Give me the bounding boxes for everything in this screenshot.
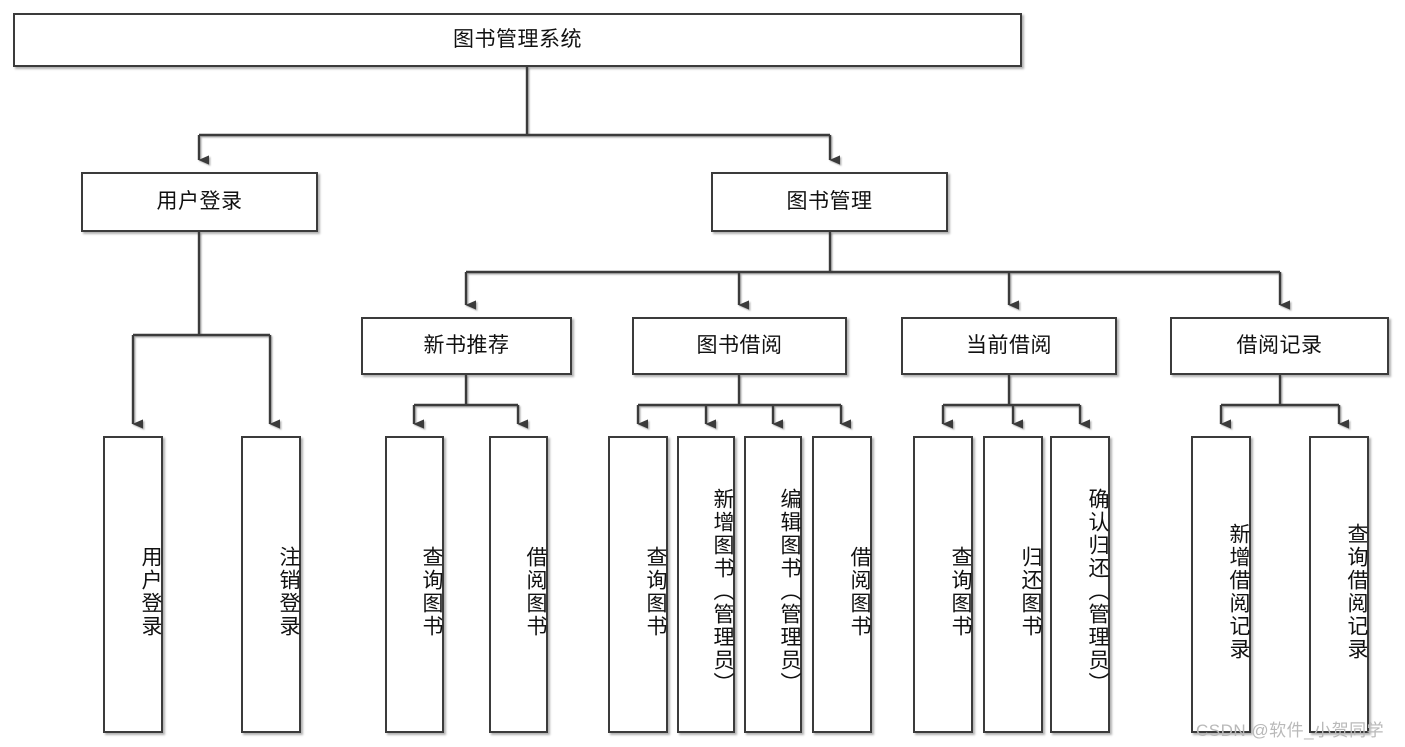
csdn-watermark: CSDN @软件_小贺同学 bbox=[1196, 721, 1385, 740]
node-label: 借阅图书 bbox=[524, 545, 547, 638]
node-label: 图书借阅 bbox=[696, 333, 783, 357]
leaf-book-borrow-add-book[interactable]: 新增图书（管理员） bbox=[677, 436, 735, 733]
leaf-user-login-login[interactable]: 用户登录 bbox=[103, 436, 163, 733]
node-label: 查询图书 bbox=[949, 545, 972, 638]
node-label: 注销登录 bbox=[277, 545, 300, 638]
leaf-new-book-query-book[interactable]: 查询图书 bbox=[385, 436, 444, 733]
leaf-new-book-borrow-book[interactable]: 借阅图书 bbox=[489, 436, 548, 733]
node-user-login[interactable]: 用户登录 bbox=[81, 172, 318, 232]
leaf-current-borrow-confirm-return[interactable]: 确认归还（管理员） bbox=[1050, 436, 1110, 733]
leaf-user-login-logout[interactable]: 注销登录 bbox=[241, 436, 301, 733]
node-label: 图书管理 bbox=[786, 189, 873, 213]
node-book-management[interactable]: 图书管理 bbox=[711, 172, 948, 232]
node-root-book-management-system[interactable]: 图书管理系统 bbox=[13, 13, 1022, 67]
node-book-borrow[interactable]: 图书借阅 bbox=[632, 317, 847, 375]
node-label: 用户登录 bbox=[156, 189, 243, 213]
leaf-book-borrow-borrow-book[interactable]: 借阅图书 bbox=[812, 436, 872, 733]
node-label: 新书推荐 bbox=[423, 333, 510, 357]
leaf-book-borrow-edit-book[interactable]: 编辑图书（管理员） bbox=[744, 436, 802, 733]
node-label: 确认归还（管理员） bbox=[1086, 488, 1109, 695]
node-label: 用户登录 bbox=[139, 545, 162, 638]
node-new-book-recommend[interactable]: 新书推荐 bbox=[361, 317, 572, 375]
node-label: 查询借阅记录 bbox=[1345, 522, 1368, 661]
node-label: 借阅图书 bbox=[848, 545, 871, 638]
node-label: 新增借阅记录 bbox=[1227, 522, 1250, 661]
leaf-borrow-record-query-record[interactable]: 查询借阅记录 bbox=[1309, 436, 1369, 733]
leaf-book-borrow-query-book[interactable]: 查询图书 bbox=[608, 436, 668, 733]
node-label: 查询图书 bbox=[644, 545, 667, 638]
node-label: 当前借阅 bbox=[966, 333, 1052, 357]
node-label: 图书管理系统 bbox=[453, 27, 582, 51]
leaf-current-borrow-query-book[interactable]: 查询图书 bbox=[913, 436, 973, 733]
node-label: 编辑图书（管理员） bbox=[778, 488, 801, 695]
node-current-borrow[interactable]: 当前借阅 bbox=[901, 317, 1117, 375]
node-label: 借阅记录 bbox=[1236, 333, 1323, 357]
node-label: 新增图书（管理员） bbox=[711, 488, 734, 695]
leaf-current-borrow-return-book[interactable]: 归还图书 bbox=[983, 436, 1043, 733]
leaf-borrow-record-add-record[interactable]: 新增借阅记录 bbox=[1191, 436, 1251, 733]
node-label: 查询图书 bbox=[420, 545, 443, 638]
node-label: 归还图书 bbox=[1019, 545, 1042, 638]
node-borrow-record[interactable]: 借阅记录 bbox=[1170, 317, 1389, 375]
